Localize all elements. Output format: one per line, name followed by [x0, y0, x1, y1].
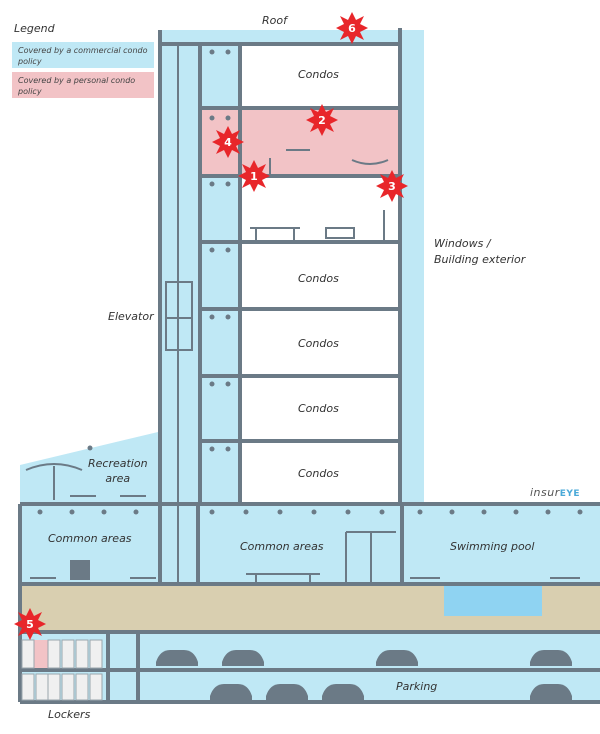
- marker-3-label: 3: [388, 180, 396, 193]
- lockers-label: Lockers: [48, 708, 91, 721]
- lamp-icons: [37, 49, 583, 515]
- marker-5: [14, 608, 46, 640]
- condos-label-5: Condos: [298, 467, 339, 480]
- furniture-icons: [25, 149, 580, 584]
- legend-commercial: Covered by a commercial condo policy: [12, 42, 154, 68]
- marker-6: [336, 12, 368, 44]
- roof-label: Roof: [262, 14, 287, 27]
- marker-2: [306, 104, 338, 136]
- marker-1-label: 1: [250, 170, 258, 183]
- common-areas-left-label: Common areas: [48, 532, 132, 545]
- windows-label: Windows / Building exterior: [434, 237, 526, 266]
- pool-water: [444, 584, 542, 616]
- car-icons: [156, 650, 572, 700]
- condos-label-1: Condos: [298, 68, 339, 81]
- brand-logo: insurEYE: [530, 486, 581, 499]
- marker-4-label: 4: [224, 136, 232, 149]
- building-walls: [18, 28, 600, 704]
- personal-coverage-unit: [34, 110, 400, 668]
- recreation-label: Recreation area: [88, 457, 148, 485]
- condos-label-3: Condos: [298, 337, 339, 350]
- atm-icon: [70, 560, 90, 580]
- marker-6-label: 6: [348, 22, 356, 35]
- star-burst-icons: [14, 12, 408, 640]
- marker-5-label: 5: [26, 618, 34, 631]
- marker-1: [238, 160, 270, 192]
- elevator-label: Elevator: [108, 310, 154, 323]
- swimming-pool-label: Swimming pool: [450, 540, 535, 553]
- condos-label-4: Condos: [298, 402, 339, 415]
- parking-label: Parking: [396, 680, 438, 693]
- marker-3: [376, 170, 408, 202]
- legend-title: Legend: [14, 22, 55, 35]
- legend-personal: Covered by a personal condo policy: [12, 72, 154, 98]
- common-areas-center-label: Common areas: [240, 540, 324, 553]
- locker-grid: [21, 639, 103, 701]
- commercial-coverage-areas: [20, 30, 600, 702]
- marker-2-label: 2: [318, 114, 326, 127]
- condos-label-2: Condos: [298, 272, 339, 285]
- marker-4: [212, 126, 244, 158]
- elevator-car: [165, 281, 193, 351]
